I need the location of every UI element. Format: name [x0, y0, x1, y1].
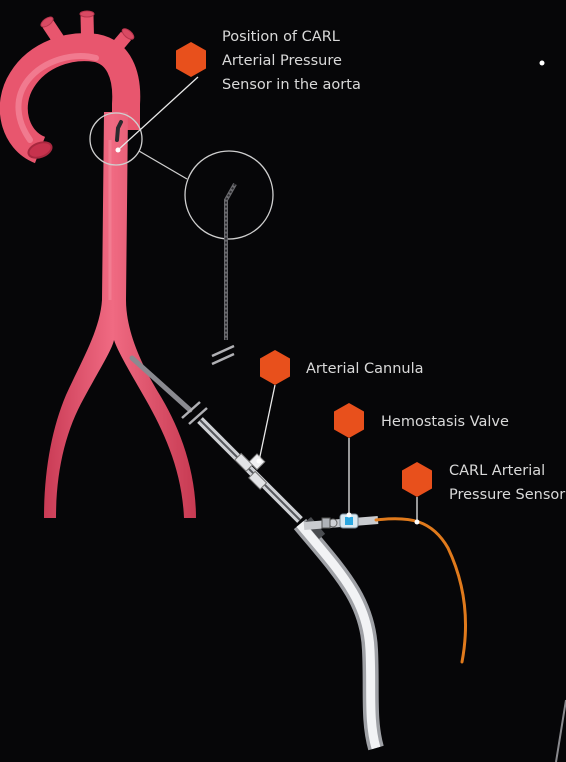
hexagon-marker-icon [260, 350, 290, 385]
edge-line [556, 700, 566, 762]
callout-lines [118, 77, 417, 522]
hemostasis-valve-label: Hemostasis Valve [381, 410, 509, 434]
hexagon-marker-icon [176, 42, 206, 77]
arterial-cannula-label: Arterial Cannula [306, 357, 424, 381]
carl-sensor-label: CARL Arterial Pressure Sensor [449, 459, 566, 507]
descending-aorta [44, 112, 196, 518]
carl-sensor-cable [376, 519, 465, 662]
hexagon-marker-icon [402, 462, 432, 497]
break-symbol-icon [212, 346, 234, 364]
zoomed-sensor-lead [226, 184, 235, 340]
hexagon-marker-icon [334, 403, 364, 438]
carl-position-label: Position of CARL Arterial Pressure Senso… [222, 25, 372, 97]
aorta-illustration [14, 11, 196, 518]
